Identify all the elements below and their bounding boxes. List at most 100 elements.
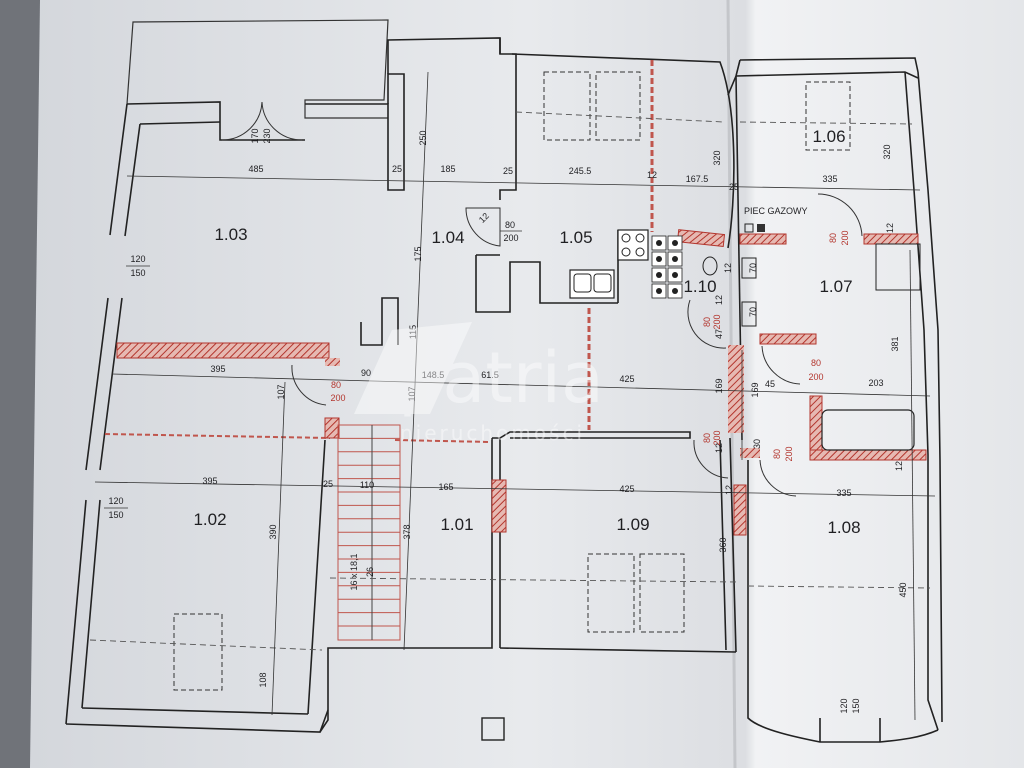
- tile-dot: [672, 272, 678, 278]
- tile-dot: [656, 272, 662, 278]
- svg-text:108: 108: [258, 672, 268, 687]
- left-wing-walls: [65, 101, 493, 733]
- background-edge: [0, 0, 40, 768]
- svg-text:167.5: 167.5: [686, 174, 709, 184]
- tile-dot: [656, 240, 662, 246]
- svg-text:230: 230: [262, 128, 272, 143]
- room-label-1-08: 1.08: [827, 518, 860, 537]
- svg-text:360: 360: [718, 537, 728, 552]
- svg-text:80: 80: [811, 358, 821, 368]
- bathroom-fixtures: [702, 223, 921, 451]
- svg-text:200: 200: [840, 230, 850, 245]
- watermark-brand: patria: [398, 337, 604, 419]
- svg-text:320: 320: [882, 144, 892, 159]
- vertical-dimensions: 250 320 320 175 115 107 107 390 378 360 …: [258, 130, 908, 687]
- svg-text:30: 30: [752, 439, 762, 449]
- svg-text:250: 250: [418, 130, 428, 145]
- svg-text:80: 80: [702, 433, 712, 443]
- stairs-tread: 26: [365, 567, 375, 577]
- svg-text:150: 150: [108, 510, 123, 520]
- svg-text:395: 395: [202, 476, 217, 486]
- svg-text:200: 200: [330, 393, 345, 403]
- svg-text:80: 80: [702, 317, 712, 327]
- svg-text:200: 200: [503, 233, 518, 243]
- watermark-logo: [354, 322, 472, 414]
- red-opening-labels: 80 200 80 200 80 200 80 200 80 200 80 20…: [330, 230, 850, 461]
- svg-text:381: 381: [890, 336, 900, 351]
- room-label-1-03: 1.03: [214, 225, 247, 244]
- tile-dot: [672, 240, 678, 246]
- svg-text:425: 425: [619, 374, 634, 384]
- svg-text:25: 25: [392, 164, 402, 174]
- gas-heater-label: PIEC GAZOWY: [744, 206, 808, 216]
- tile-dot: [656, 288, 662, 294]
- svg-text:12: 12: [714, 295, 724, 305]
- svg-text:120: 120: [130, 254, 145, 264]
- skylights: [173, 71, 851, 691]
- paper-page: [30, 0, 1024, 768]
- svg-text:450: 450: [898, 582, 908, 597]
- svg-text:335: 335: [822, 174, 837, 184]
- svg-text:80: 80: [772, 449, 782, 459]
- dimension-lines: [94, 71, 936, 721]
- svg-text:390: 390: [268, 524, 278, 539]
- svg-text:12: 12: [724, 485, 734, 495]
- staircase: [337, 424, 401, 641]
- svg-text:378: 378: [402, 524, 412, 539]
- opening-labels: 120 150 120 150 120 150 170 230 80 200: [104, 128, 861, 714]
- room-label-1-10: 1.10: [683, 277, 716, 296]
- svg-text:169: 169: [750, 382, 760, 397]
- svg-text:107: 107: [276, 384, 286, 399]
- svg-text:25: 25: [323, 479, 333, 489]
- room-label-1-06: 1.06: [812, 127, 845, 146]
- svg-text:80: 80: [828, 233, 838, 243]
- kitchen-sink: [569, 269, 615, 299]
- room-label-1-07: 1.07: [819, 277, 852, 296]
- svg-text:25: 25: [503, 166, 513, 176]
- svg-text:200: 200: [808, 372, 823, 382]
- tile-dot: [656, 256, 662, 262]
- svg-text:120: 120: [839, 698, 849, 713]
- svg-text:170: 170: [250, 128, 260, 143]
- svg-text:245.5: 245.5: [569, 166, 592, 176]
- tile-dot: [672, 256, 678, 262]
- tile-dot: [672, 288, 678, 294]
- room-label-1-09: 1.09: [616, 515, 649, 534]
- room-label-1-04: 1.04: [431, 228, 464, 247]
- svg-text:45: 45: [765, 379, 775, 389]
- room-label-1-02: 1.02: [193, 510, 226, 529]
- room-label-1-05: 1.05: [559, 228, 592, 247]
- svg-text:12: 12: [885, 223, 895, 233]
- svg-text:90: 90: [361, 368, 371, 378]
- door-swings: [221, 101, 863, 497]
- svg-text:120: 120: [108, 496, 123, 506]
- hatched-walls: [104, 60, 927, 536]
- roof-slope-lines: [89, 111, 931, 651]
- svg-text:80: 80: [331, 380, 341, 390]
- right-wing-walls: [727, 57, 943, 743]
- svg-text:61.5: 61.5: [481, 370, 499, 380]
- watermark: patria nieruchomości: [354, 322, 604, 445]
- svg-text:107: 107: [407, 386, 417, 401]
- svg-text:25: 25: [729, 182, 739, 192]
- svg-text:70: 70: [748, 263, 758, 273]
- svg-text:47: 47: [714, 329, 724, 339]
- entrance-marker: [481, 717, 505, 741]
- svg-text:150: 150: [851, 698, 861, 713]
- svg-text:115: 115: [408, 325, 418, 339]
- svg-text:12: 12: [647, 170, 657, 180]
- svg-text:425: 425: [619, 484, 634, 494]
- svg-text:12: 12: [894, 461, 904, 471]
- svg-text:148.5: 148.5: [422, 370, 445, 380]
- central-walls: [360, 37, 737, 653]
- svg-text:169: 169: [714, 378, 724, 393]
- stairs-spec: 16 x 18,1: [349, 553, 359, 590]
- svg-text:185: 185: [440, 164, 455, 174]
- svg-text:165: 165: [438, 482, 453, 492]
- svg-text:320: 320: [712, 150, 722, 165]
- svg-text:200: 200: [784, 446, 794, 461]
- svg-text:110: 110: [360, 480, 374, 490]
- balcony-outline: [126, 19, 389, 119]
